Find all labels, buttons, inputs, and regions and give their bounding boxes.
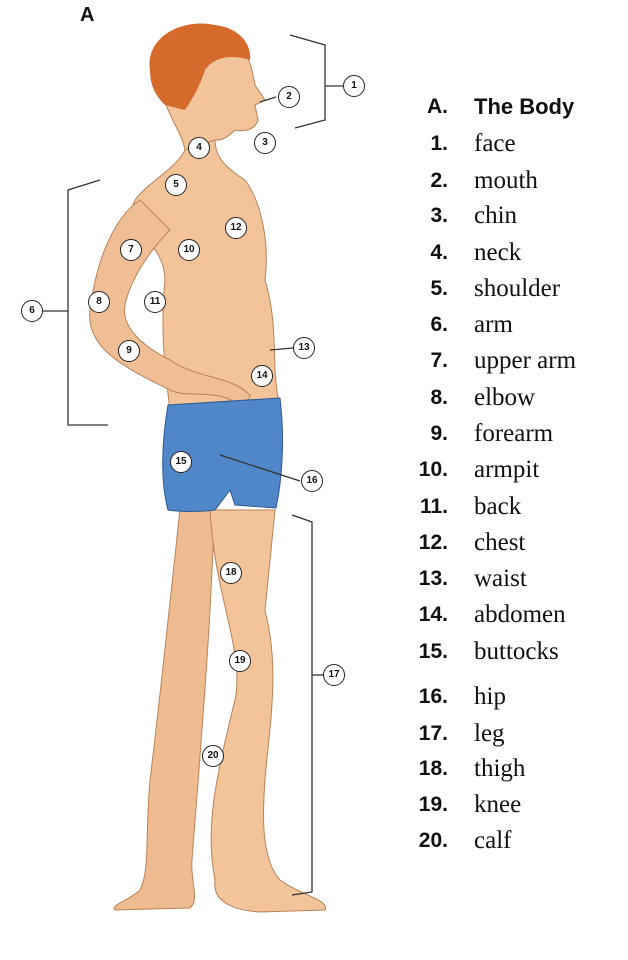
brackets [43, 34, 343, 896]
legend-item-number: 5. [430, 277, 448, 300]
marker-13: 13 [293, 337, 315, 359]
front-leg [209, 509, 326, 913]
section-letter: A [80, 4, 95, 26]
legend-item-label: buttocks [474, 638, 559, 665]
legend-item-number: 7. [430, 349, 448, 372]
legend-item: 15. buttocks [400, 638, 628, 668]
legend-item: 1. face [400, 130, 628, 160]
marker-12: 12 [225, 217, 247, 239]
legend-item: 6. arm [400, 311, 628, 341]
legend-item-label: thigh [474, 755, 526, 782]
legend-item-label: chin [474, 202, 518, 229]
legend-item: 19. knee [400, 791, 628, 821]
legend-header-title: The Body [474, 94, 575, 119]
marker-2: 2 [278, 86, 300, 108]
legend-item-label: waist [474, 565, 527, 592]
marker-10: 10 [178, 239, 200, 261]
marker-16: 16 [301, 470, 323, 492]
legend-item-label: back [474, 493, 522, 520]
legend-item: 13. waist [400, 565, 628, 595]
legend-item-number: 6. [430, 313, 448, 336]
marker-14: 14 [251, 365, 273, 387]
marker-7: 7 [120, 239, 142, 261]
legend-item-label: armpit [474, 456, 540, 483]
legend-item: 11. back [400, 493, 628, 523]
marker-6: 6 [21, 300, 43, 322]
legend-item-number: 17. [418, 722, 448, 745]
legend-item-label: neck [474, 239, 522, 266]
legend-item-label: calf [474, 827, 512, 854]
legend-item: 2. mouth [400, 167, 628, 197]
legend-item-label: upper arm [474, 347, 577, 374]
legend-item-label: mouth [474, 167, 538, 194]
shorts [162, 397, 284, 512]
legend-item-label: arm [474, 311, 513, 338]
legend-item-number: 19. [418, 793, 448, 816]
marker-20: 20 [202, 745, 224, 767]
legend-item-label: hip [474, 683, 506, 710]
marker-19: 19 [229, 650, 251, 672]
marker-11: 11 [144, 291, 166, 313]
legend-item-number: 12. [418, 531, 448, 554]
legend-item-label: shoulder [474, 275, 561, 302]
legend-item-label: chest [474, 529, 526, 556]
legend-item-number: 11. [419, 495, 448, 518]
legend-item-number: 13. [418, 567, 448, 590]
legend-item-number: 15. [418, 640, 448, 663]
legend-item-label: leg [474, 720, 505, 747]
marker-17: 17 [323, 664, 345, 686]
legend-item: 5. shoulder [400, 275, 628, 305]
legend-item: 18. thigh [400, 755, 628, 785]
legend-item: 20. calf [400, 827, 628, 857]
legend-item-number: 14. [418, 603, 448, 626]
legend-item: 10. armpit [400, 456, 628, 486]
legend-item: 12. chest [400, 529, 628, 559]
marker-3: 3 [254, 132, 276, 154]
legend-item: 7. upper arm [400, 347, 628, 377]
legend-item-number: 1. [430, 132, 448, 155]
marker-8: 8 [88, 291, 110, 313]
legend-item-number: 8. [430, 386, 448, 409]
legend-item: 16. hip [400, 683, 628, 713]
legend-item-number: 20. [418, 829, 448, 852]
marker-15: 15 [170, 451, 192, 473]
legend-item: 9. forearm [400, 420, 628, 450]
legend-item: 4. neck [400, 239, 628, 269]
legend-item-label: face [474, 130, 516, 157]
legend-item-number: 10. [418, 458, 448, 481]
legend-item: 14. abdomen [400, 601, 628, 631]
hair [149, 23, 251, 110]
legend-header-letter: A. [427, 95, 448, 118]
legend-item-number: 3. [430, 204, 448, 227]
legend-item-number: 18. [418, 757, 448, 780]
legend-header: A. The Body [400, 93, 628, 123]
legend-item-label: forearm [474, 420, 554, 447]
legend-item: 17. leg [400, 720, 628, 750]
legend-item-number: 16. [418, 685, 448, 708]
back-leg [113, 509, 216, 911]
legend-item-label: abdomen [474, 601, 566, 628]
marker-9: 9 [118, 340, 140, 362]
legend-item-number: 9. [430, 422, 448, 445]
marker-18: 18 [220, 562, 242, 584]
legend-item: 8. elbow [400, 384, 628, 414]
legend-item-number: 4. [430, 241, 448, 264]
marker-1: 1 [343, 75, 365, 97]
legend-item-label: knee [474, 791, 522, 818]
legend-item-label: elbow [474, 384, 536, 411]
marker-5: 5 [165, 174, 187, 196]
marker-4: 4 [188, 137, 210, 159]
legend-item-number: 2. [430, 169, 448, 192]
legend-item: 3. chin [400, 202, 628, 232]
